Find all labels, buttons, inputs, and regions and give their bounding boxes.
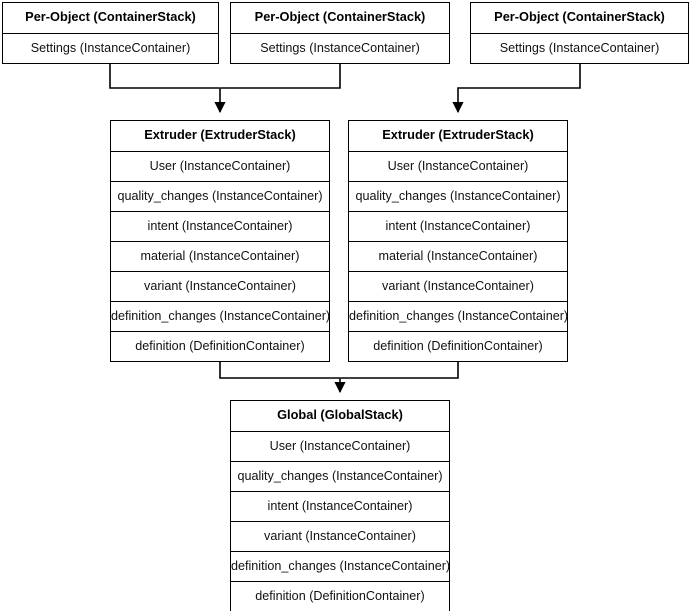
node-global[interactable]: Global (GlobalStack) User (InstanceConta… [230,400,450,611]
node-row-variant: variant (InstanceContainer) [231,521,449,551]
node-row-definition: definition (DefinitionContainer) [231,581,449,611]
edge-perobject2-to-extruder1 [221,61,341,89]
node-row-variant: variant (InstanceContainer) [111,271,329,301]
node-row-definition-changes: definition_changes (InstanceContainer) [349,301,567,331]
node-per-object-1[interactable]: Per-Object (ContainerStack) Settings (In… [2,2,219,64]
node-header: Per-Object (ContainerStack) [254,9,426,24]
node-row-quality-changes: quality_changes (InstanceContainer) [111,181,329,211]
node-row-settings: Settings (InstanceContainer) [471,33,688,63]
node-header: Per-Object (ContainerStack) [494,9,665,24]
node-row-definition-changes: definition_changes (InstanceContainer) [111,301,329,331]
edge-extruder2-to-global [341,360,459,379]
node-row-user: User (InstanceContainer) [111,151,329,181]
node-row-quality-changes: quality_changes (InstanceContainer) [231,461,449,491]
node-row-user: User (InstanceContainer) [231,431,449,461]
node-header: Extruder (ExtruderStack) [382,127,534,142]
edge-perobject3-to-extruder2 [452,61,581,114]
node-extruder-2[interactable]: Extruder (ExtruderStack) User (InstanceC… [348,120,568,362]
node-header: Per-Object (ContainerStack) [25,9,196,24]
node-row-definition-changes: definition_changes (InstanceContainer) [231,551,449,581]
node-row-intent: intent (InstanceContainer) [111,211,329,241]
edge-extruder1-to-global [219,360,346,394]
node-row-material: material (InstanceContainer) [349,241,567,271]
node-row-intent: intent (InstanceContainer) [349,211,567,241]
node-per-object-2[interactable]: Per-Object (ContainerStack) Settings (In… [230,2,450,64]
node-per-object-3[interactable]: Per-Object (ContainerStack) Settings (In… [470,2,689,64]
node-header: Extruder (ExtruderStack) [144,127,296,142]
node-row-settings: Settings (InstanceContainer) [231,33,449,63]
node-row-user: User (InstanceContainer) [349,151,567,181]
node-extruder-1[interactable]: Extruder (ExtruderStack) User (InstanceC… [110,120,330,362]
node-row-definition: definition (DefinitionContainer) [111,331,329,361]
edge-perobject1-to-extruder1 [109,61,226,114]
node-row-material: material (InstanceContainer) [111,241,329,271]
node-row-settings: Settings (InstanceContainer) [3,33,218,63]
node-row-variant: variant (InstanceContainer) [349,271,567,301]
node-header: Global (GlobalStack) [277,407,403,422]
node-row-intent: intent (InstanceContainer) [231,491,449,521]
node-row-quality-changes: quality_changes (InstanceContainer) [349,181,567,211]
node-row-definition: definition (DefinitionContainer) [349,331,567,361]
